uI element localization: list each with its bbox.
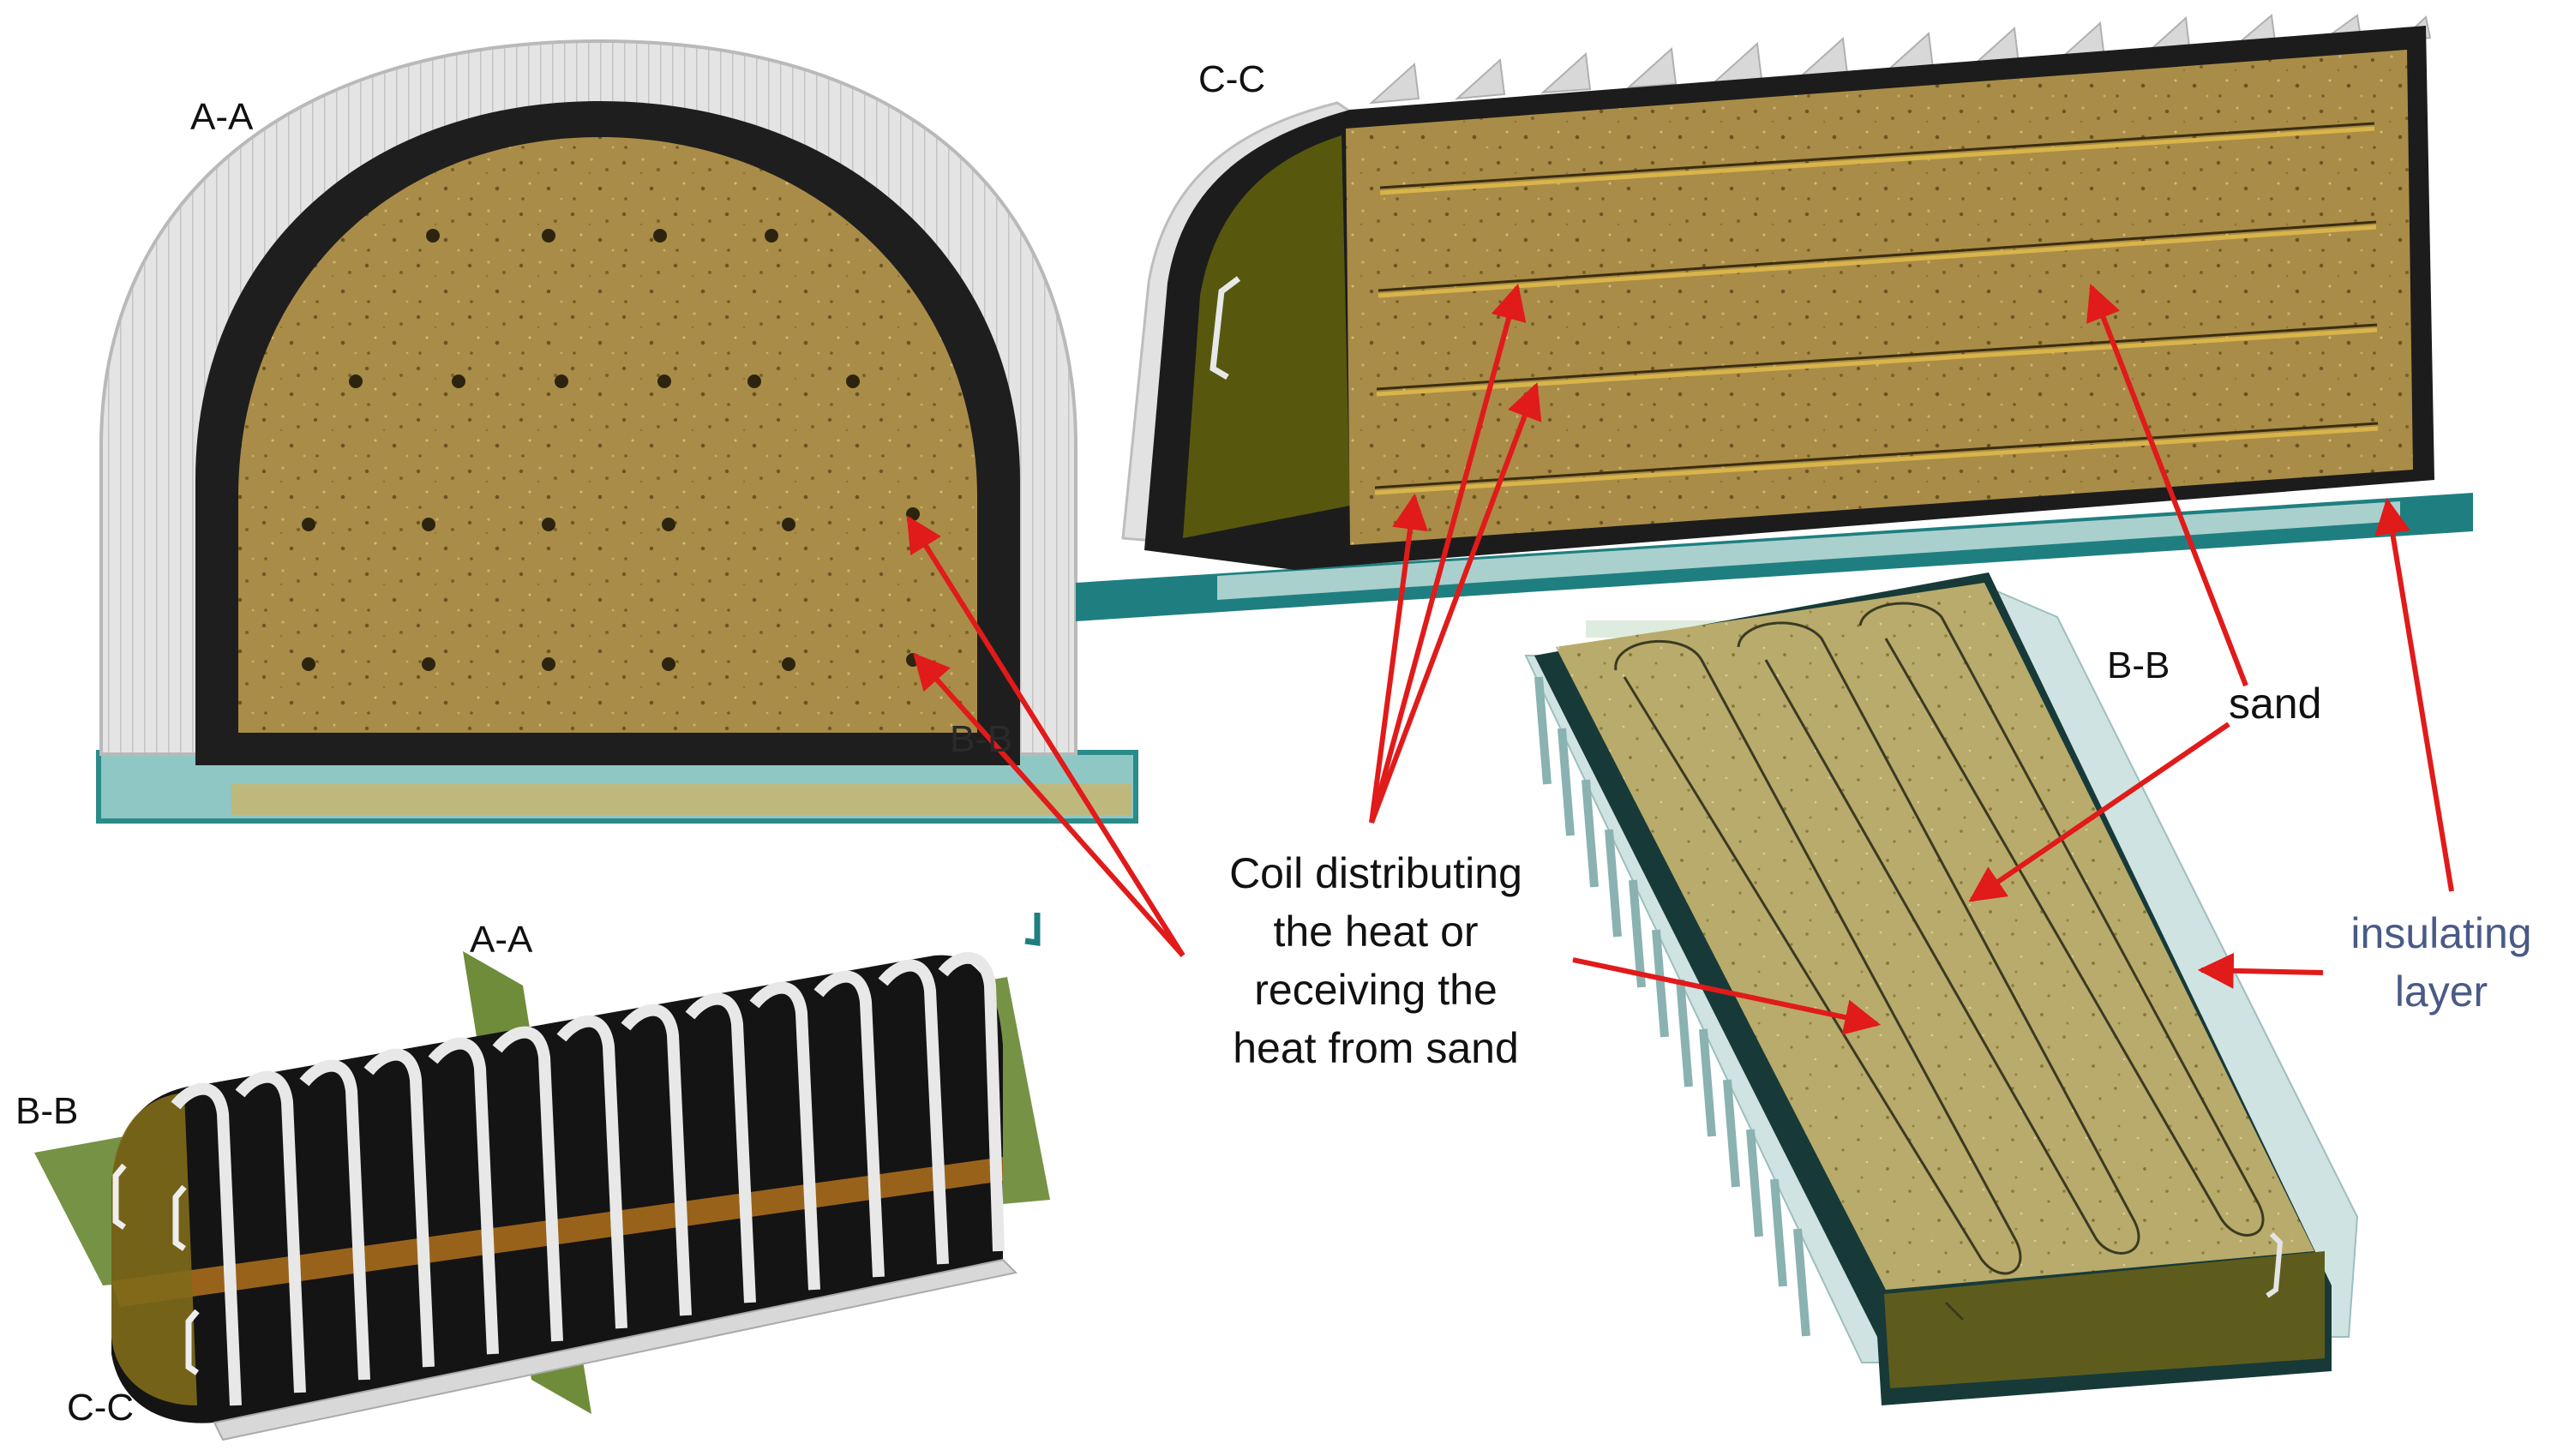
insulating-layer-annotation: insulating layer [2330,904,2553,1021]
arrow-coil-to-cc-line3 [1369,382,1542,824]
overview-view [34,951,1050,1441]
coil-line-shadows-cc [1374,122,2379,489]
section-aa-view [96,39,1138,824]
arrow-insulation-to-cc [2374,497,2454,892]
section-label-bb-small: B-B [950,718,1013,760]
arrow-coil-to-aa-hole1 [906,515,1185,957]
coil-annotation: Coil distributing the heat or receiving … [1196,844,1556,1077]
section-cc-view [1076,14,2473,621]
arrow-insulation-to-bb [2197,952,2324,989]
coil-annotation-line-3: receiving the [1254,966,1498,1014]
arrow-sand-to-cc [2086,284,2248,687]
sand-annotation: sand [2229,680,2322,728]
coil-annotation-line-1: Coil distributing [1229,849,1522,897]
end-face-cc [1183,135,1350,538]
insulating-annotation-line-2: layer [2394,968,2488,1016]
coil-annotation-line-2: the heat or [1273,908,1479,956]
end-handle-cc [1209,276,1241,380]
fin-slats-left [1534,676,1810,1337]
section-label-aa-top: A-A [190,96,254,138]
vessel-body [111,955,1003,1423]
section-bb-view [1524,572,2359,1405]
arrow-coil-to-cc-line1 [1369,493,1428,824]
end-handle-bb [2266,1231,2284,1298]
end-cap [111,1093,197,1405]
base-sand-strip-aa [231,784,1131,815]
coil-annotation-line-4: heat from sand [1233,1024,1519,1072]
arrow-sand-to-bb [1968,722,2230,902]
arrow-coil-to-bb [1572,957,1882,1035]
coil-lines-cc [1374,126,2379,495]
front-face-bb [1884,1251,2325,1388]
section-label-bb-iso: B-B [15,1090,79,1132]
handles-overview [112,1163,200,1375]
section-label-cc-iso: C-C [67,1387,135,1429]
serpentine-coil-bb [1614,602,2265,1321]
section-label-bb-top: B-B [2107,644,2170,686]
base-strip-cc [1217,501,2400,600]
arrow-coil-to-cc-line2 [1369,283,1527,824]
sand-core-aa [238,137,977,733]
insulating-annotation-line-1: insulating [2350,909,2532,957]
section-label-aa-iso: A-A [470,919,533,961]
base-rail [213,1258,1018,1441]
sand-top-bb [1556,583,2314,1290]
arrow-coil-to-aa-hole2 [913,652,1185,957]
annotation-arrows [906,283,2454,1035]
small-marker [1024,913,1041,947]
section-label-cc-top: C-C [1198,58,1266,100]
ring-fins [171,951,1005,1406]
